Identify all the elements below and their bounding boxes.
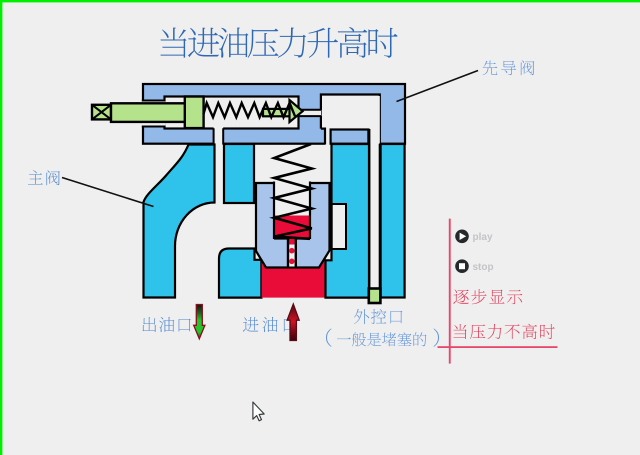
svg-text:stop: stop bbox=[473, 262, 494, 273]
svg-text:play: play bbox=[473, 232, 493, 243]
